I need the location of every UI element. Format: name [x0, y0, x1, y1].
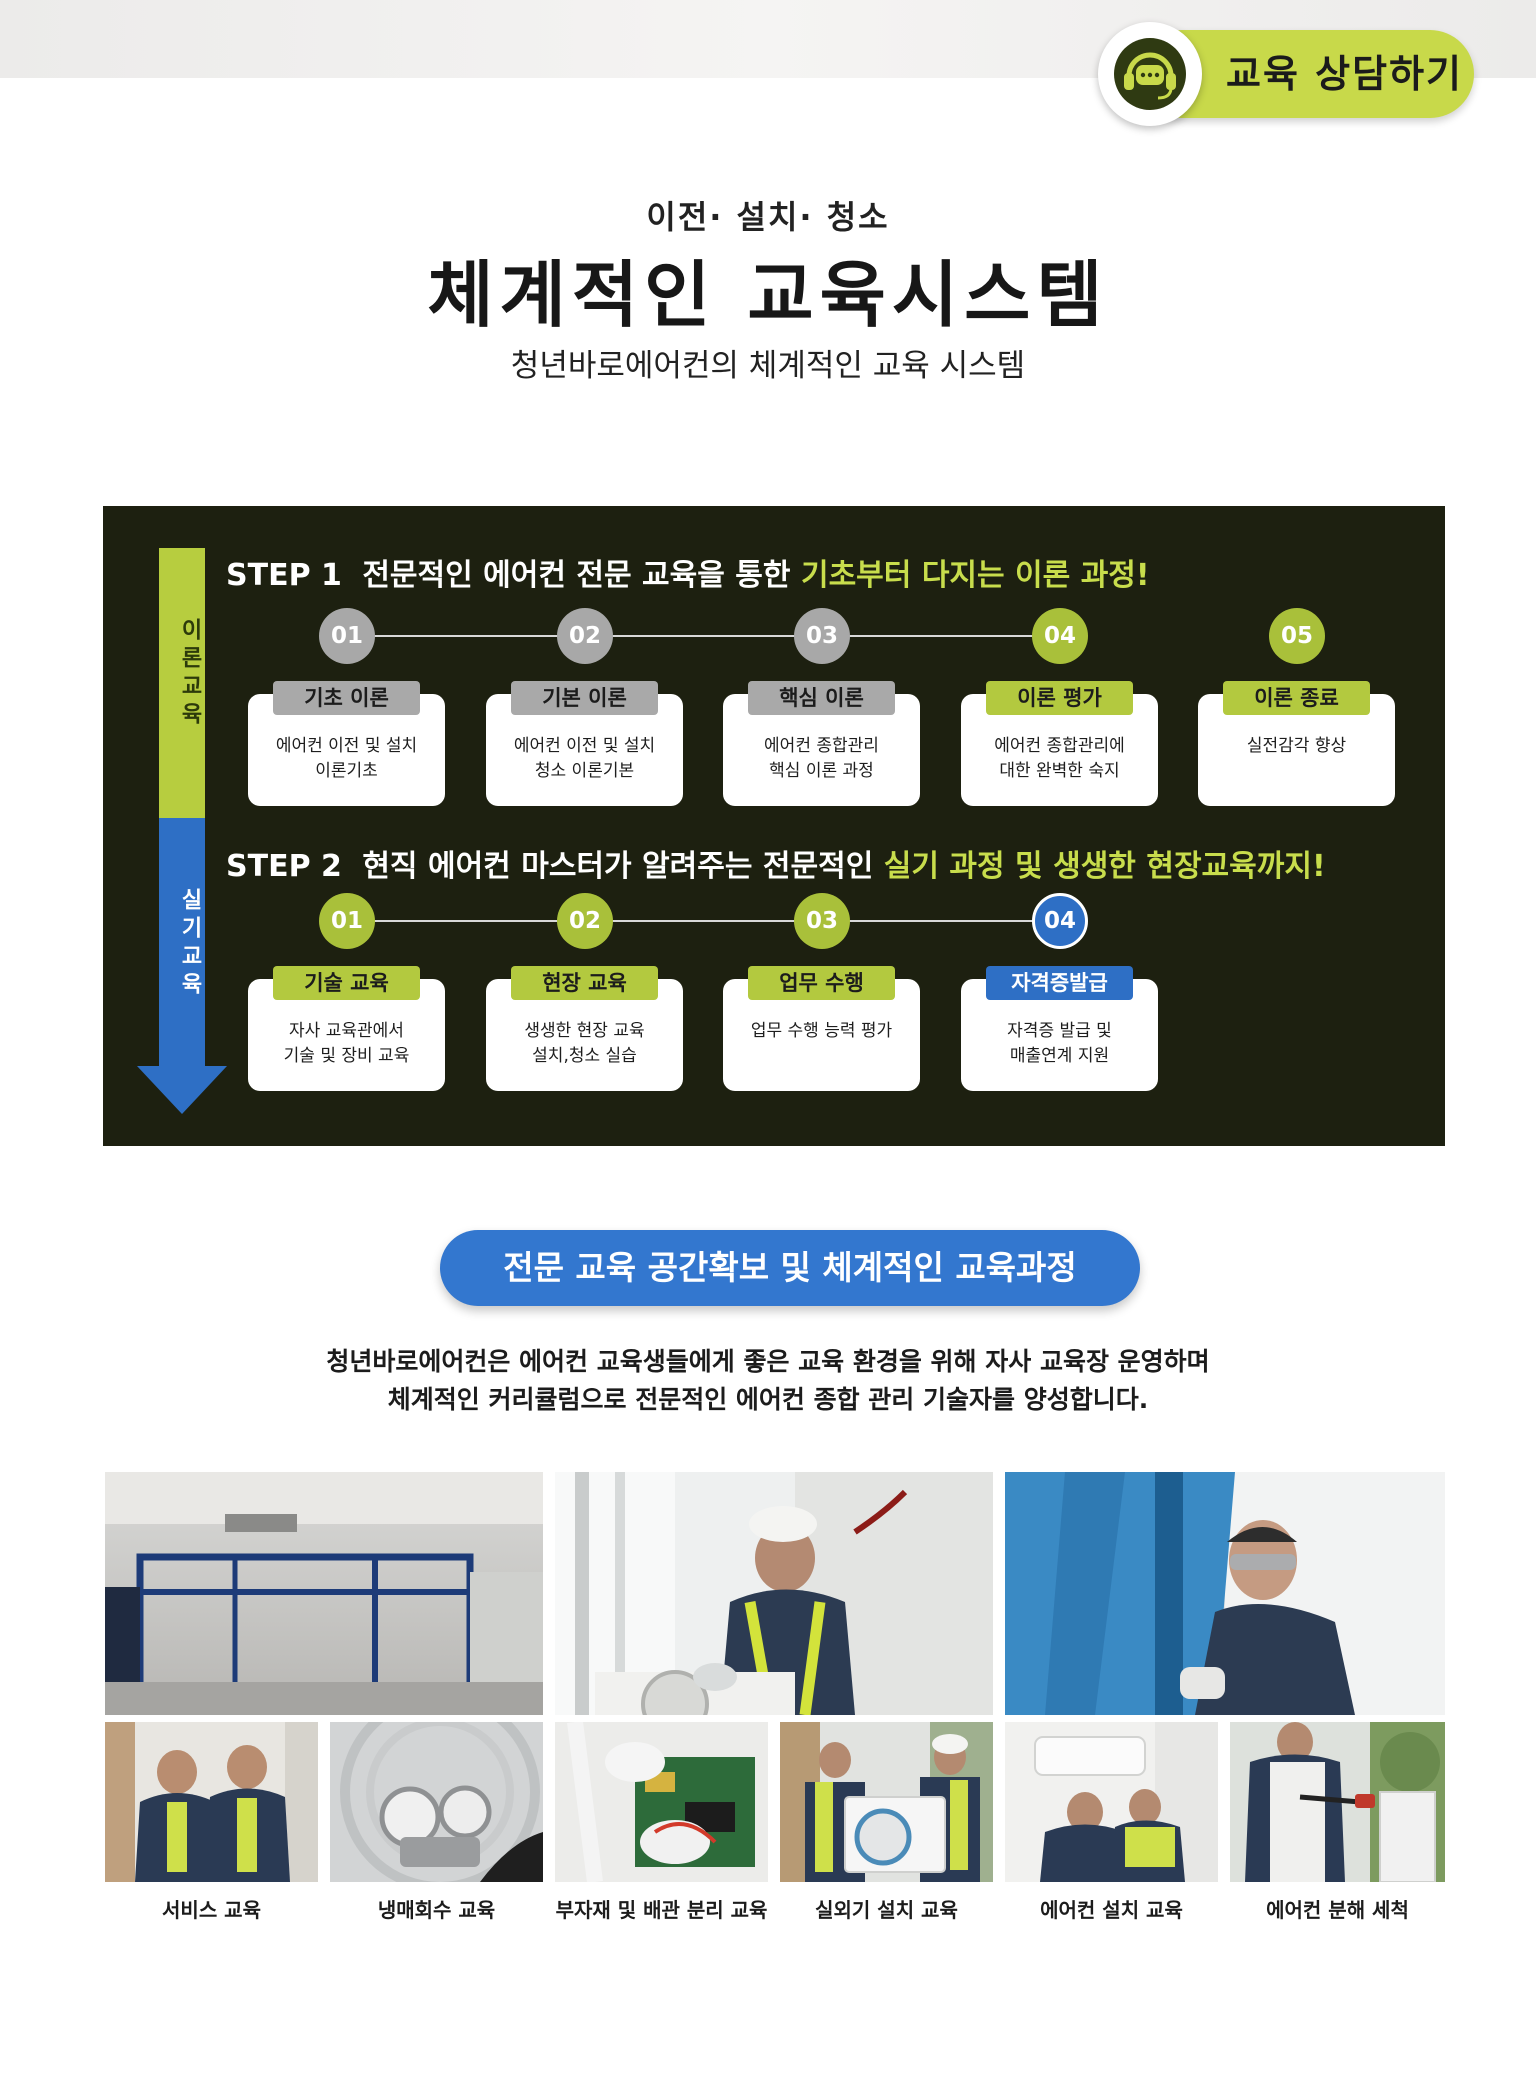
- step1-card-3-desc: 에어컨 종합관리 핵심 이론 과정: [723, 734, 920, 784]
- practice-sidebar-label: 실기교육: [177, 888, 202, 1000]
- step1-prefix: STEP 1: [226, 558, 342, 593]
- step2-card-3-title: 업무 수행: [748, 966, 895, 1000]
- step2-dot-4: 04: [1032, 893, 1088, 949]
- education-steps-panel: 이론교육 실기교육 STEP 1 전문적인 에어컨 전문 교육을 통한 기초부터…: [103, 506, 1445, 1146]
- intro-line-2: 체계적인 커리큘럼으로 전문적인 에어컨 종합 관리 기술자를 양성합니다.: [387, 1385, 1149, 1414]
- step2-highlight: 실기 과정 및 생생한 현장교육까지!: [883, 849, 1326, 884]
- step2-text: 현직 에어컨 마스터가 알려주는 전문적인: [362, 849, 874, 884]
- page-title: 체계적인 교육시스템: [427, 253, 1109, 337]
- step1-card-4: 이론 평가 에어컨 종합관리에 대한 완벽한 숙지: [961, 681, 1158, 806]
- step1-card-4-title: 이론 평가: [986, 681, 1133, 715]
- step2-connector-line: [347, 920, 1060, 922]
- step1-card-2-desc: 에어컨 이전 및 설치 청소 이론기본: [486, 734, 683, 784]
- step1-connector-line: [347, 635, 1063, 637]
- section-heading-pill: 전문 교육 공간확보 및 체계적인 교육과정: [440, 1230, 1140, 1306]
- step2-card-1-desc: 자사 교육관에서 기술 및 장비 교육: [248, 1019, 445, 1069]
- step1-card-4-desc: 에어컨 종합관리에 대한 완벽한 숙지: [961, 734, 1158, 784]
- caption-outdoor-unit-install: 실외기 설치 교육: [815, 1898, 958, 1922]
- step1-dot-2: 02: [557, 608, 613, 664]
- step2-dot-3: 03: [794, 893, 850, 949]
- step2-dot-2: 02: [557, 893, 613, 949]
- step2-card-1-line1: 자사 교육관에서: [289, 1021, 404, 1041]
- practice-sidebar-bar: 실기교육: [159, 818, 205, 1066]
- step2-card-4-line1: 자격증 발급 및: [1007, 1021, 1112, 1041]
- step1-card-3-line2: 핵심 이론 과정: [769, 761, 874, 781]
- step2-card-1-title: 기술 교육: [273, 966, 420, 1000]
- step1-card-3-title: 핵심 이론: [748, 681, 895, 715]
- step1-card-4-line2: 대한 완벽한 숙지: [999, 761, 1120, 781]
- step2-card-4-line2: 매출연계 지원: [1009, 1046, 1110, 1066]
- step2-card-2-title: 현장 교육: [511, 966, 658, 1000]
- photo-technician-cleaning: [1005, 1472, 1445, 1715]
- step1-card-2: 기본 이론 에어컨 이전 및 설치 청소 이론기본: [486, 681, 683, 806]
- caption-service-training: 서비스 교육: [162, 1898, 261, 1922]
- consult-button[interactable]: 교육 상담하기: [1098, 22, 1478, 126]
- step1-highlight: 기초부터 다지는 이론 과정!: [800, 558, 1150, 593]
- photo-outdoor-unit-install: [780, 1722, 993, 1882]
- photo-indoor-unit-install: [1005, 1722, 1218, 1882]
- photo-technician-outdoor-unit: [555, 1472, 993, 1715]
- step2-card-2-desc: 생생한 현장 교육 설치,청소 실습: [486, 1019, 683, 1069]
- step2-card-3-line1: 업무 수행 능력 평가: [750, 1021, 893, 1041]
- step2-card-1: 기술 교육 자사 교육관에서 기술 및 장비 교육: [248, 966, 445, 1091]
- step1-card-1-line2: 이론기초: [315, 761, 378, 781]
- step2-card-4: 자격증발급 자격증 발급 및 매출연계 지원: [961, 966, 1158, 1091]
- photo-training-room: [105, 1472, 543, 1715]
- step1-card-1-desc: 에어컨 이전 및 설치 이론기초: [248, 734, 445, 784]
- step2-card-4-title: 자격증발급: [986, 966, 1133, 1000]
- step2-dot-1: 01: [319, 893, 375, 949]
- page-subtitle: 청년바로에어컨의 체계적인 교육 시스템: [510, 348, 1026, 384]
- step2-card-4-desc: 자격증 발급 및 매출연계 지원: [961, 1019, 1158, 1069]
- intro-line-1: 청년바로에어컨은 에어컨 교육생들에게 좋은 교육 환경을 위해 자사 교육장 …: [326, 1347, 1210, 1376]
- step1-card-5-desc: 실전감각 향상: [1198, 734, 1395, 759]
- step2-card-2: 현장 교육 생생한 현장 교육 설치,청소 실습: [486, 966, 683, 1091]
- photo-aircon-disassembly-wash: [1230, 1722, 1445, 1882]
- theory-sidebar-bar: 이론교육: [159, 548, 205, 818]
- step1-card-2-title: 기본 이론: [511, 681, 658, 715]
- step2-card-2-line2: 설치,청소 실습: [532, 1046, 637, 1066]
- photo-service-training: [105, 1722, 318, 1882]
- caption-refrigerant-recovery: 냉매회수 교육: [377, 1898, 496, 1922]
- step1-dot-5: 05: [1269, 608, 1325, 664]
- photo-pipe-separation: [555, 1722, 768, 1882]
- step2-card-2-line1: 생생한 현장 교육: [524, 1021, 645, 1041]
- step1-dot-3: 03: [794, 608, 850, 664]
- page-kicker: 이전· 설치· 청소: [646, 198, 890, 236]
- step1-dot-4: 04: [1032, 608, 1088, 664]
- step2-card-3: 업무 수행 업무 수행 능력 평가: [723, 966, 920, 1091]
- step1-card-1-line1: 에어컨 이전 및 설치: [275, 736, 418, 756]
- step1-text: 전문적인 에어컨 전문 교육을 통한: [362, 558, 791, 593]
- theory-sidebar-label: 이론교육: [177, 618, 202, 730]
- step1-card-1-title: 기초 이론: [273, 681, 420, 715]
- step1-card-3: 핵심 이론 에어컨 종합관리 핵심 이론 과정: [723, 681, 920, 806]
- step1-card-3-line1: 에어컨 종합관리: [764, 736, 879, 756]
- step1-card-2-line2: 청소 이론기본: [534, 761, 635, 781]
- step2-card-3-desc: 업무 수행 능력 평가: [723, 1019, 920, 1044]
- consult-icon-circle: [1098, 22, 1202, 126]
- step2-prefix: STEP 2: [226, 849, 342, 884]
- down-arrow-icon: [137, 1066, 227, 1114]
- step1-card-5-title: 이론 종료: [1223, 681, 1370, 715]
- step2-heading: STEP 2 현직 에어컨 마스터가 알려주는 전문적인 실기 과정 및 생생한…: [226, 841, 1326, 885]
- step2-card-1-line2: 기술 및 장비 교육: [283, 1046, 410, 1066]
- photo-refrigerant-recovery: [330, 1722, 543, 1882]
- step1-card-5: 이론 종료 실전감각 향상: [1198, 681, 1395, 806]
- caption-disassembly-wash: 에어컨 분해 세척: [1266, 1898, 1409, 1922]
- step1-heading: STEP 1 전문적인 에어컨 전문 교육을 통한 기초부터 다지는 이론 과정…: [226, 550, 1150, 594]
- step1-dot-1: 01: [319, 608, 375, 664]
- headset-icon: [1114, 38, 1186, 110]
- step1-card-1: 기초 이론 에어컨 이전 및 설치 이론기초: [248, 681, 445, 806]
- caption-pipe-separation: 부자재 및 배관 분리 교육: [555, 1898, 768, 1922]
- step1-card-2-line1: 에어컨 이전 및 설치: [513, 736, 656, 756]
- consult-label[interactable]: 교육 상담하기: [1226, 52, 1463, 96]
- step1-card-5-line1: 실전감각 향상: [1246, 736, 1347, 756]
- caption-indoor-unit-install: 에어컨 설치 교육: [1040, 1898, 1183, 1922]
- step1-card-4-line1: 에어컨 종합관리에: [994, 736, 1125, 756]
